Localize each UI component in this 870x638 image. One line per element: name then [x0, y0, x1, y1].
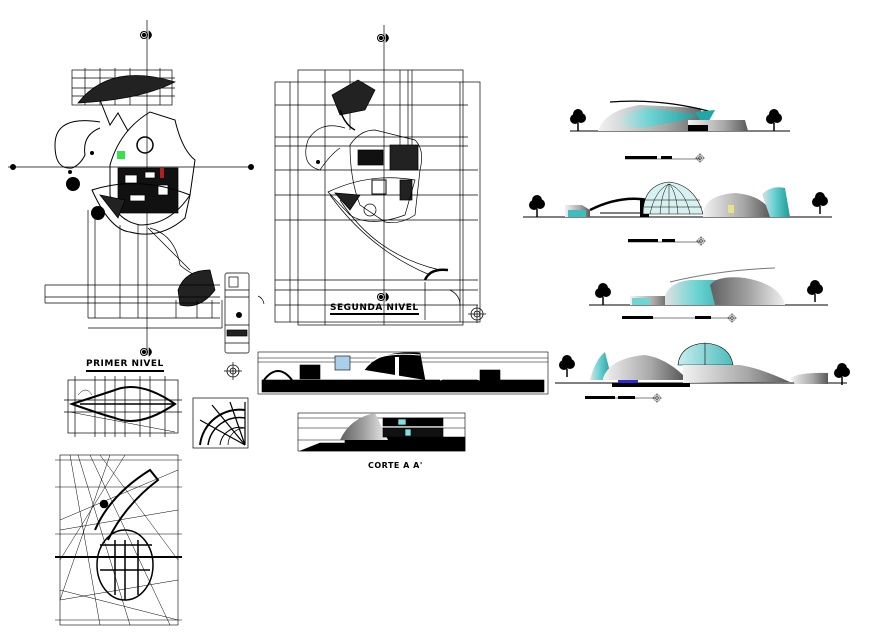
primer-nivel-target-marker — [223, 361, 243, 381]
corte-aa-section — [297, 412, 466, 452]
corte-aa-title: CORTE A A' — [368, 461, 423, 470]
structural-plan-lens — [64, 376, 182, 437]
primer-nivel-plan — [8, 20, 254, 357]
primer-nivel-title: PRIMER NIVEL — [86, 359, 164, 372]
segunda-nivel-target-marker — [467, 304, 487, 324]
elevation-4 — [555, 342, 851, 404]
structural-grid-plan — [55, 454, 182, 626]
segunda-nivel-plan — [274, 25, 481, 326]
elevation-2 — [523, 181, 832, 247]
segunda-nivel-title: SEGUNDA NIVEL — [330, 303, 419, 315]
structural-plan-fan — [192, 397, 249, 449]
elevation-1 — [569, 100, 790, 164]
elevation-3 — [589, 267, 828, 324]
long-section — [257, 351, 549, 395]
title-block — [224, 272, 265, 354]
